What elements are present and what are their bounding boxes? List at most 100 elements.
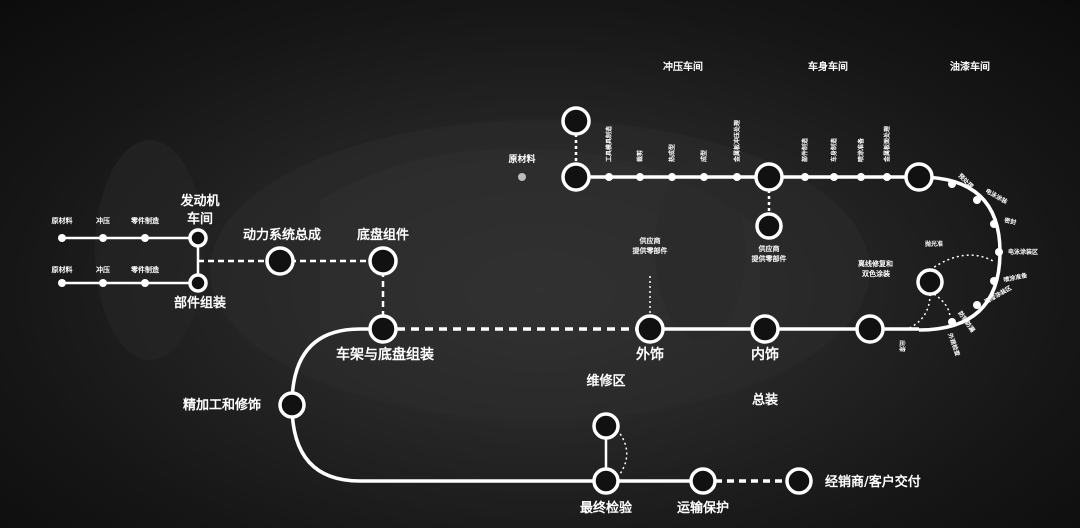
step-label-body: 车身制造 [830, 138, 838, 162]
station-transport [689, 467, 717, 495]
step-label-sheet-stamping: 金属板冲压处理 [733, 120, 741, 163]
step-dot-paint-exit [948, 318, 956, 326]
parts-assembly-label: 部件组装 [174, 295, 226, 311]
step-dot-paint-prep [857, 173, 865, 181]
station-exterior [635, 314, 665, 344]
station-repair [592, 412, 620, 440]
engine-dot-stamp-2 [99, 279, 107, 287]
engine-step-parts-2: 零件制造 [130, 265, 160, 274]
station-engine-1 [188, 228, 208, 248]
engine-step-raw-1: 原材料 [52, 216, 73, 225]
step-label-tooling: 工具模具制造 [605, 126, 613, 162]
step-label-parts: 部件制造 [801, 138, 809, 162]
step-dot-forming [700, 173, 708, 181]
frame-chassis-label: 车架与底盘组装 [336, 346, 435, 363]
station-paint-repair [916, 268, 944, 296]
engine-step-stamp-2: 冲压 [96, 265, 110, 274]
repair-arrow-out [904, 293, 931, 331]
station-body-supplier [755, 212, 783, 240]
station-powertrain [265, 246, 295, 276]
repair-arrow-side [933, 293, 951, 319]
engine-step-stamp-1: 冲压 [96, 216, 110, 225]
engine-title-line2: 车间 [187, 211, 213, 227]
step-dot-electrocoat [973, 196, 981, 204]
raw-material-dot [518, 173, 526, 181]
paint-label-repair-1: 离线修复和 [858, 259, 893, 268]
step-dot-spray-prep [990, 277, 998, 285]
step-dot-parts [801, 173, 809, 181]
engine-dot-parts-2 [141, 279, 149, 287]
station-stamping-start [561, 162, 591, 192]
station-interior [750, 314, 780, 344]
step-dot-pretreatment [948, 180, 956, 188]
step-dot-sheet-stamping [733, 173, 741, 181]
engine-step-parts-1: 零件制造 [130, 216, 160, 225]
step-dot-body [830, 173, 838, 181]
engine-dot-parts-1 [141, 234, 149, 242]
engine-step-raw-2: 原材料 [52, 265, 73, 274]
paint-label-seal: 密封 [1004, 216, 1017, 226]
chassis-parts-label: 底盘组件 [357, 227, 409, 243]
step-label-forming: 成型 [700, 150, 708, 162]
step-label-sheet-finish: 金属板面处理 [883, 126, 891, 163]
paint-label-electrocoat-zone: 电泳涂装区 [1008, 248, 1038, 256]
exterior-supplier-line1: 供应商 [639, 236, 661, 245]
step-dot-seal [990, 220, 998, 228]
worker-right-silhouette [655, 160, 745, 340]
paint-loop [918, 175, 1002, 332]
worker-left-silhouette [95, 140, 205, 360]
repair-area-label: 维修区 [586, 373, 625, 389]
engine-dot-raw-2 [58, 279, 66, 287]
stations [188, 106, 944, 495]
step-dot-electrocoat-zone [995, 248, 1003, 256]
workshop-body-label: 车身车间 [808, 60, 848, 73]
body-supplier-line2: 提供零部件 [751, 254, 787, 263]
station-frame-chassis [368, 314, 398, 344]
step-dots [58, 173, 1003, 326]
station-paint-exit [855, 314, 885, 344]
dealer-label: 经销商/客户交付 [825, 474, 921, 490]
step-dot-topcoat [973, 301, 981, 309]
interior-label: 内饰 [751, 346, 779, 363]
station-tooling [561, 106, 591, 136]
workshop-paint-label: 油漆车间 [950, 60, 990, 73]
paint-label-appearance: 外观检查 [946, 331, 962, 357]
finishing-label: 精加工和修饰 [183, 397, 261, 413]
paint-label-polish: 抛光准 [925, 240, 943, 248]
station-final-inspection [592, 467, 620, 495]
raw-material-label: 原材料 [508, 153, 535, 165]
station-dealer [785, 467, 813, 495]
engine-title-line1: 发动机 [179, 193, 219, 209]
step-dot-tooling [605, 173, 613, 181]
car-roof-silhouette [320, 148, 760, 330]
step-dot-cutting [636, 173, 644, 181]
general-assembly-label: 总装 [752, 392, 778, 408]
final-inspection-label: 最终检验 [580, 500, 633, 516]
workshop-stamping-label: 冲压车间 [663, 60, 703, 73]
paint-exit-label: 出漆 [898, 340, 906, 352]
station-paint-start [904, 162, 934, 192]
station-chassis-parts [368, 246, 398, 276]
station-body-start [754, 162, 784, 192]
paint-label-spray-prep: 喷涂准备 [1003, 271, 1029, 284]
engine-dot-raw-1 [58, 234, 66, 242]
stamping-step-labels: 工具模具制造 裁剪 热成型 成型 金属板冲压处理 [605, 120, 741, 163]
paint-label-repair-2: 双色涂装 [862, 269, 890, 278]
body-supplier-line1: 供应商 [758, 244, 780, 253]
paint-label-topcoat: 面漆涂装区 [983, 284, 1013, 306]
step-dot-sheet-finish [883, 173, 891, 181]
step-label-paint-prep: 喷涂准备 [857, 137, 865, 162]
exterior-supplier-line2: 提供零部件 [632, 246, 668, 255]
station-finishing [278, 391, 306, 419]
step-label-hot-forming: 热成型 [668, 144, 676, 162]
body-step-labels: 部件制造 车身制造 喷涂准备 金属板面处理 [801, 126, 891, 163]
exterior-label: 外饰 [636, 346, 664, 363]
engine-dot-stamp-1 [99, 234, 107, 242]
step-label-cutting: 裁剪 [636, 150, 644, 162]
powertrain-label: 动力系统总成 [243, 227, 321, 243]
repair-arrow-in [929, 254, 996, 271]
transport-label: 运输保护 [677, 500, 729, 516]
